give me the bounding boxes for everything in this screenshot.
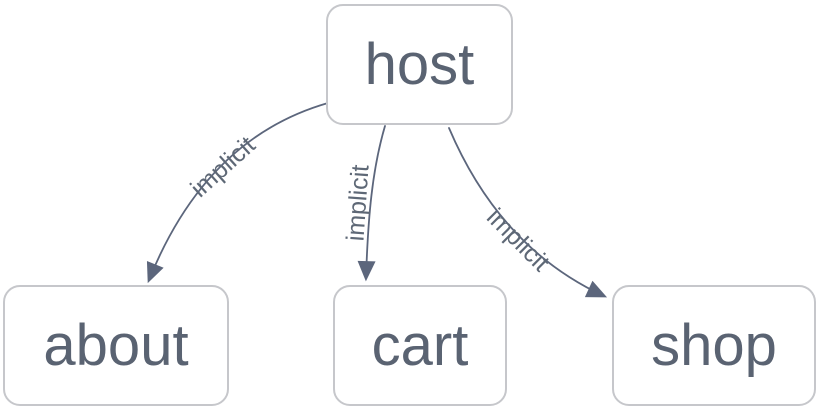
node-box[interactable] [612, 285, 816, 406]
node-label-cart: cart [372, 313, 469, 378]
node-box[interactable] [333, 285, 507, 406]
edge-line [448, 127, 608, 298]
node-cart[interactable]: cart [333, 285, 507, 406]
edge-line [146, 102, 329, 284]
node-box[interactable] [326, 4, 513, 125]
node-label-about: about [43, 313, 188, 378]
edge-host-shop: implicit [448, 127, 608, 298]
node-host[interactable]: host [326, 4, 513, 125]
edge-host-about: implicit [146, 102, 329, 284]
edge-label-host-about: implicit [185, 131, 261, 203]
node-box[interactable] [3, 285, 229, 406]
node-label-shop: shop [651, 313, 777, 378]
edge-label-host-shop: implicit [481, 203, 555, 277]
edge-host-cart: implicit [341, 125, 386, 282]
node-shop[interactable]: shop [612, 285, 816, 406]
node-about[interactable]: about [3, 285, 229, 406]
edge-line [357, 125, 386, 282]
edge-label-host-cart: implicit [341, 164, 374, 242]
node-label-host: host [365, 32, 475, 97]
